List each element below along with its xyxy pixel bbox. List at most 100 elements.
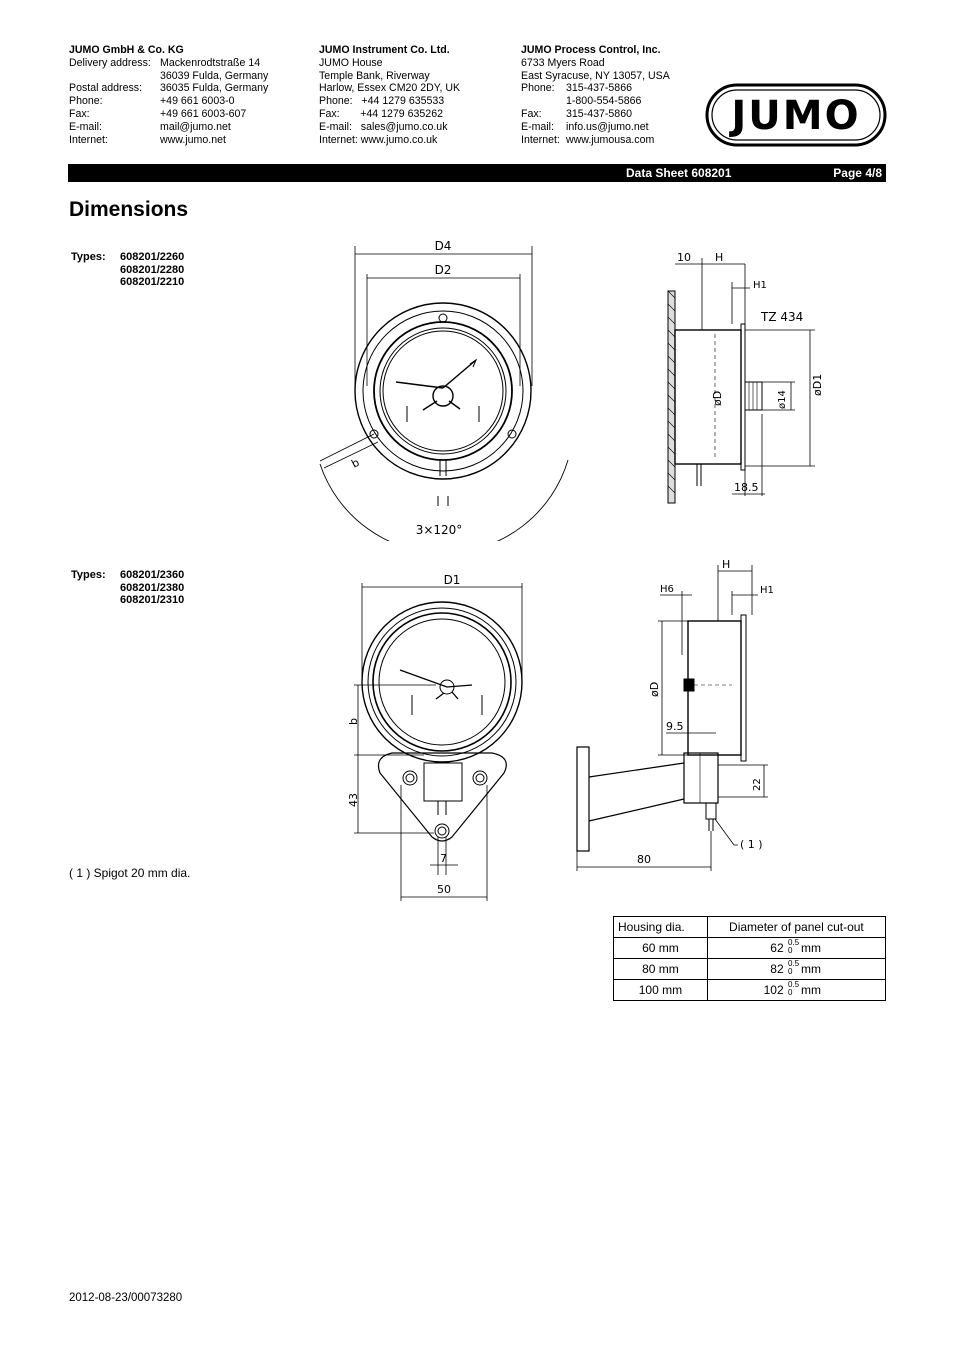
dim-label-h6: H6 [660, 584, 674, 595]
addr-key: Postal address: [69, 82, 143, 95]
ref-label-1: ( 1 ) [740, 838, 763, 851]
dim-line-d2 [366, 274, 521, 386]
drawing-side-bracket: H H6 H1 øD 9.5 22 80 ( 1 ) [576, 558, 774, 871]
addr-line: JUMO House [319, 56, 383, 69]
dim-label-22: 22 [752, 778, 763, 791]
bezel [740, 614, 747, 762]
addr-value: 315-437-5866 [566, 82, 632, 95]
types-label: Types: [71, 569, 106, 581]
dim-label-h1: H1 [753, 280, 767, 291]
document-footer: 2012-08-23/00073280 [69, 1292, 183, 1304]
addr-value: mail@jumo.net [160, 120, 231, 133]
gauge-housing [687, 620, 742, 756]
addr-key: Fax: [521, 107, 542, 120]
dim-label-od: øD [648, 682, 661, 697]
type-code: 608201/2380 [120, 581, 185, 594]
dim-label-od: øD [711, 391, 724, 406]
datasheet-number: Data Sheet 608201 [626, 166, 732, 180]
dim-label-d2: D2 [435, 263, 452, 277]
datasheet-bar: Data Sheet 608201 Page 4/8 [68, 164, 886, 182]
dim-line-h [675, 258, 746, 330]
dim-line-14 [762, 381, 795, 411]
dim-label-d4: D4 [435, 239, 452, 253]
gauge-housing [674, 329, 742, 465]
dim-label-50: 50 [437, 883, 451, 896]
cutout-unit: mm [801, 982, 821, 997]
flange-outline [354, 302, 532, 480]
addr-line: Temple Bank, Riverway [319, 69, 430, 82]
mount-hole [438, 313, 448, 323]
table-header: Diameter of panel cut-out [706, 916, 887, 938]
spigot-note: ( 1 ) Spigot 20 mm dia. [69, 866, 191, 880]
knurl-lines [748, 382, 758, 410]
company-name: JUMO Process Control, Inc. [521, 44, 661, 56]
housing-cell: 60 mm [613, 937, 708, 959]
drawing-side-flange: 10 H H1 TZ 434 øD1 øD ø14 18.5 [667, 251, 824, 504]
ref-leader [714, 818, 738, 846]
dim-label-43: 43 [347, 793, 360, 807]
dim-label-h: H [715, 251, 723, 264]
dim-label-b: b [349, 456, 361, 471]
adjust-screw [683, 678, 695, 692]
wall-bracket [576, 746, 719, 852]
addr-line: Harlow, Essex CM20 2DY, UK [319, 82, 461, 95]
dim-line-d1 [745, 329, 815, 467]
table-header-row: Housing dia. Diameter of panel cut-out [613, 916, 887, 938]
tolerance-lower: 0 [788, 946, 793, 956]
type-code: 608201/2360 [120, 569, 185, 581]
company-name: JUMO GmbH & Co. KG [69, 44, 184, 56]
dim-label-10: 10 [677, 251, 691, 264]
knurled-nut [744, 381, 763, 411]
cutout-value: 102 [763, 982, 784, 997]
logo-text: JUMO [728, 93, 860, 139]
address-jumo-uk: JUMO Instrument Co. Ltd. JUMO House Temp… [319, 44, 519, 146]
addr-value: Mackenrodtstraße 14 [160, 56, 261, 69]
addr-key: Phone: [521, 82, 555, 95]
panel-hatch [667, 290, 676, 494]
mount-hole [507, 429, 517, 439]
cutout-unit: mm [801, 961, 821, 976]
addr-value: www.jumousa.com [566, 133, 655, 146]
dim-label-od1: øD1 [811, 374, 824, 396]
dim-line-b [319, 433, 379, 469]
addr-line: 6733 Myers Road [521, 56, 605, 69]
dim-line-h6 [660, 591, 692, 655]
addr-value: 1-800-554-5866 [566, 95, 642, 108]
dim-label-95: 9.5 [666, 720, 684, 733]
scale-mark [406, 406, 480, 422]
tolerance-upper: 0.5 [788, 938, 800, 948]
tolerance-lower: 0 [788, 988, 793, 998]
page-title: Dimensions [69, 198, 189, 221]
mounting-bracket [377, 752, 507, 842]
addr-value: info.us@jumo.net [566, 120, 649, 133]
types-label: Types: [71, 251, 106, 263]
cutout-unit: mm [801, 940, 821, 955]
addr-line: Fax: +44 1279 635262 [319, 107, 443, 120]
type-code: 608201/2280 [120, 263, 185, 276]
housing-cell: 100 mm [613, 979, 708, 1001]
dim-label-d1: D1 [444, 575, 461, 587]
addr-line: E-mail: sales@jumo.co.uk [319, 120, 448, 133]
dim-line-43 [354, 755, 434, 834]
addr-key: Internet: [521, 133, 560, 146]
dim-label-o14: ø14 [777, 390, 788, 409]
dim-line-od [658, 620, 688, 756]
angle-arc [319, 459, 569, 541]
dim-line-185 [732, 414, 765, 496]
address-jumo-germany: JUMO GmbH & Co. KG Delivery address:Mack… [69, 44, 309, 146]
addr-value: 36039 Fulda, Germany [160, 69, 269, 82]
dim-line-h1 [731, 282, 750, 324]
probe-stem [437, 460, 449, 506]
scale-mark [411, 695, 483, 715]
dim-label-b: b [347, 718, 360, 725]
table-header: Housing dia. [613, 916, 708, 938]
tolerance-lower: 0 [788, 967, 793, 977]
tolerance-upper: 0.5 [788, 980, 800, 990]
cutout-value: 62 [770, 940, 784, 955]
